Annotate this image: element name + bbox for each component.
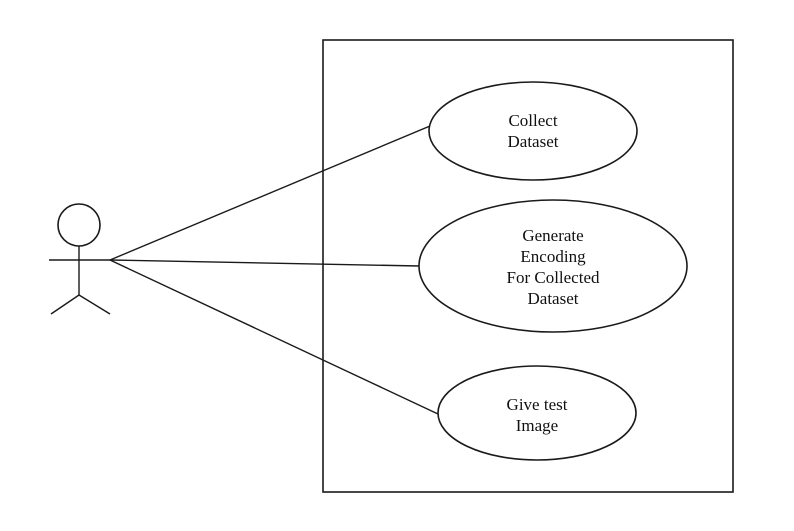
use-case-collect-dataset[interactable]: Collect Dataset [428, 81, 638, 181]
use-case-label-line: Image [516, 416, 558, 435]
use-case-ellipse [418, 199, 688, 333]
use-case-label-line: For Collected [506, 268, 600, 287]
association-give-test-image [109, 259, 439, 415]
use-case-give-test-image[interactable]: Give test Image [437, 365, 637, 461]
use-case-ellipse [437, 365, 637, 461]
actor[interactable] [49, 203, 111, 315]
association-collect-dataset [109, 125, 431, 261]
use-case-label-line: Collect [508, 111, 557, 130]
use-case-label-line: Dataset [508, 132, 559, 151]
use-case-ellipse [428, 81, 638, 181]
use-case-label-line: Encoding [520, 247, 586, 266]
association-generate-encoding [109, 259, 421, 267]
use-case-label-line: Dataset [528, 289, 579, 308]
use-case-label-line: Give test [507, 395, 568, 414]
use-case-generate-encoding[interactable]: Generate Encoding For Collected Dataset [418, 199, 688, 333]
actor-head [57, 203, 101, 247]
actor-left-leg [50, 294, 80, 315]
actor-right-leg [78, 294, 111, 315]
use-case-label-line: Generate [522, 226, 583, 245]
